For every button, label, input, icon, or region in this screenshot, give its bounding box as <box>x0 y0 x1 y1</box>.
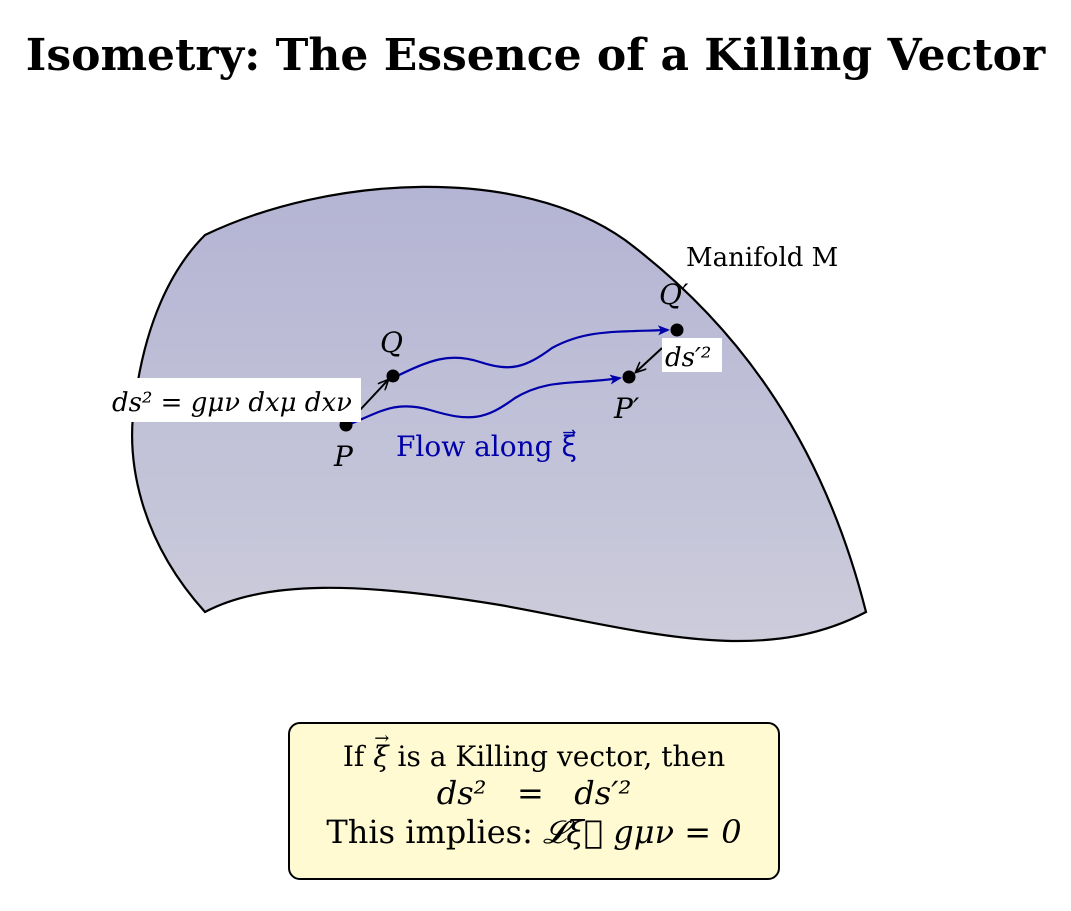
box-ds-prime: ds′² <box>574 774 632 812</box>
box-lie-derivative: 𝓛ξ⃗ gμν = 0 <box>543 813 742 851</box>
metric-label: ds² = gμν dxμ dxν <box>112 388 352 418</box>
flow-label: Flow along ξ⃗ <box>396 429 577 463</box>
ds-prime-label: ds′² <box>665 343 711 373</box>
ds-arrow <box>359 380 388 411</box>
box-line-3: This implies: 𝓛ξ⃗ gμν = 0 <box>290 812 778 852</box>
flow-curve-P <box>347 374 622 427</box>
label-P: P <box>333 440 354 473</box>
manifold-label: Manifold M <box>686 243 838 273</box>
box-line-3-prefix: This implies: <box>326 813 533 851</box>
label-Q-prime: Q′ <box>659 278 689 311</box>
manifold-shape <box>131 185 868 643</box>
box-line-2: ds² = ds′² <box>290 774 778 812</box>
killing-condition-box: If ξ is a Killing vector, then ds² = ds′… <box>288 722 780 880</box>
box-equals: = <box>516 774 544 812</box>
ds-prime-arrow <box>636 347 663 372</box>
point-Q <box>386 369 400 383</box>
ds-prime-label-bg <box>662 338 722 372</box>
point-Q-prime <box>670 323 684 337</box>
box-ds: ds² <box>436 774 487 812</box>
page-title: Isometry: The Essence of a Killing Vecto… <box>25 30 1046 81</box>
metric-label-bg <box>108 378 361 422</box>
label-P-prime: P′ <box>613 392 640 425</box>
point-P-prime <box>622 370 636 384</box>
box-line-1: If ξ is a Killing vector, then <box>290 722 778 774</box>
box-line-1-prefix: If <box>342 740 365 773</box>
box-line-1-vector: ξ <box>373 722 390 774</box>
flow-curve-Q <box>394 325 670 378</box>
box-line-1-suffix: is a Killing vector, then <box>397 740 726 773</box>
label-Q: Q <box>380 326 403 359</box>
